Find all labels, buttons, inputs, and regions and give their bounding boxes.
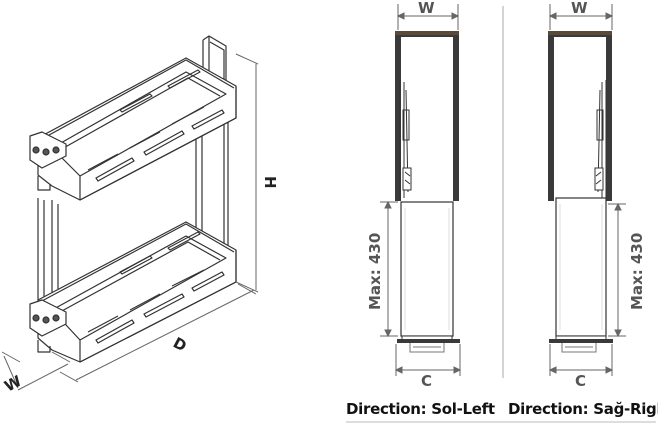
left-front-view: W Max: 430 xyxy=(366,0,462,390)
right-height-label: Max: 430 xyxy=(628,233,646,310)
left-width-label: W xyxy=(418,0,435,17)
left-width-dimension xyxy=(396,4,460,30)
left-direction-caption: Direction: Sol-Left xyxy=(346,400,495,418)
left-height-dimension xyxy=(380,200,398,338)
right-clearance-dimension xyxy=(548,344,614,376)
right-pullout-body xyxy=(549,197,613,353)
left-height-label: Max: 430 xyxy=(366,233,384,310)
lower-mounting-bracket xyxy=(29,299,67,353)
right-pullout-mechanism xyxy=(594,80,607,200)
left-pullout-mechanism xyxy=(399,80,412,200)
right-direction-caption: Direction: Sağ-Right xyxy=(508,400,658,418)
right-clearance-label: C xyxy=(575,372,586,390)
isometric-pullout-basket xyxy=(1,35,259,391)
iso-dimension-lines xyxy=(1,53,259,391)
right-height-dimension xyxy=(608,202,626,338)
depth-dimension-label: D xyxy=(170,334,189,356)
height-dimension-label: H xyxy=(261,176,279,189)
right-front-view: W Max: 430 xyxy=(548,0,646,390)
left-clearance-dimension xyxy=(394,344,462,376)
right-width-dimension xyxy=(548,4,614,30)
upper-basket xyxy=(37,57,237,201)
right-width-label: W xyxy=(571,0,588,17)
left-pullout-body xyxy=(397,201,460,353)
width-dimension-label: W xyxy=(1,372,24,396)
left-clearance-label: C xyxy=(421,372,432,390)
lower-basket xyxy=(37,221,237,363)
upper-mounting-bracket xyxy=(29,131,67,210)
